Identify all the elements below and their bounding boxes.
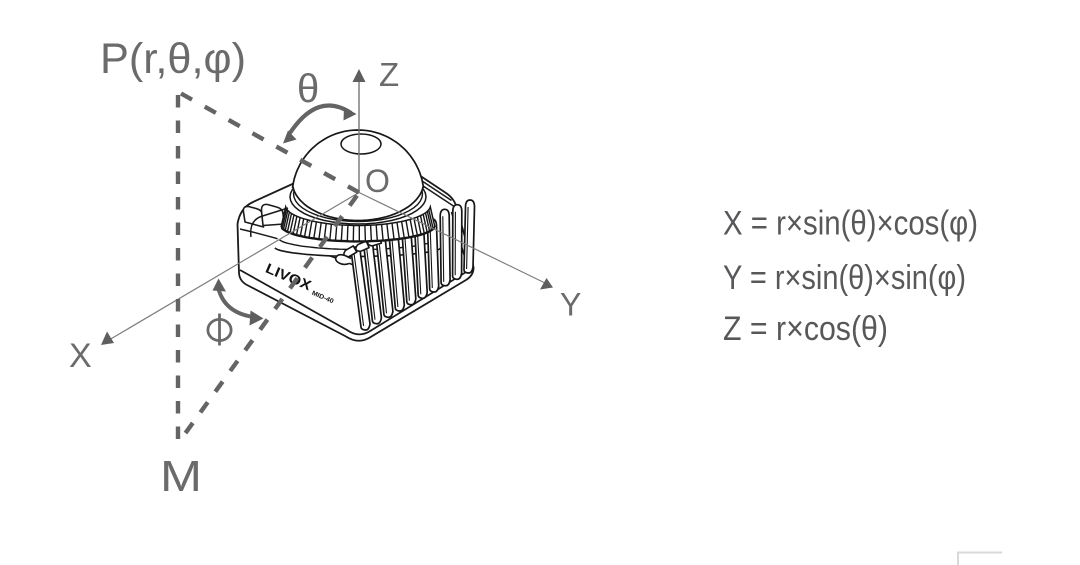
svg-text:Z: Z <box>379 56 399 93</box>
svg-text:X: X <box>69 337 92 375</box>
svg-text:Y: Y <box>560 287 581 323</box>
svg-text:X = r×sin(θ)×cos(φ): X = r×sin(θ)×cos(φ) <box>723 205 978 243</box>
svg-text:Y = r×sin(θ)×sin(φ): Y = r×sin(θ)×sin(φ) <box>723 259 966 297</box>
svg-text:P(r,θ,φ): P(r,θ,φ) <box>100 35 246 83</box>
svg-text:Z = r×cos(θ): Z = r×cos(θ) <box>723 310 888 348</box>
svg-text:θ: θ <box>297 67 319 111</box>
svg-text:M: M <box>160 452 202 501</box>
svg-text:O: O <box>365 163 390 199</box>
